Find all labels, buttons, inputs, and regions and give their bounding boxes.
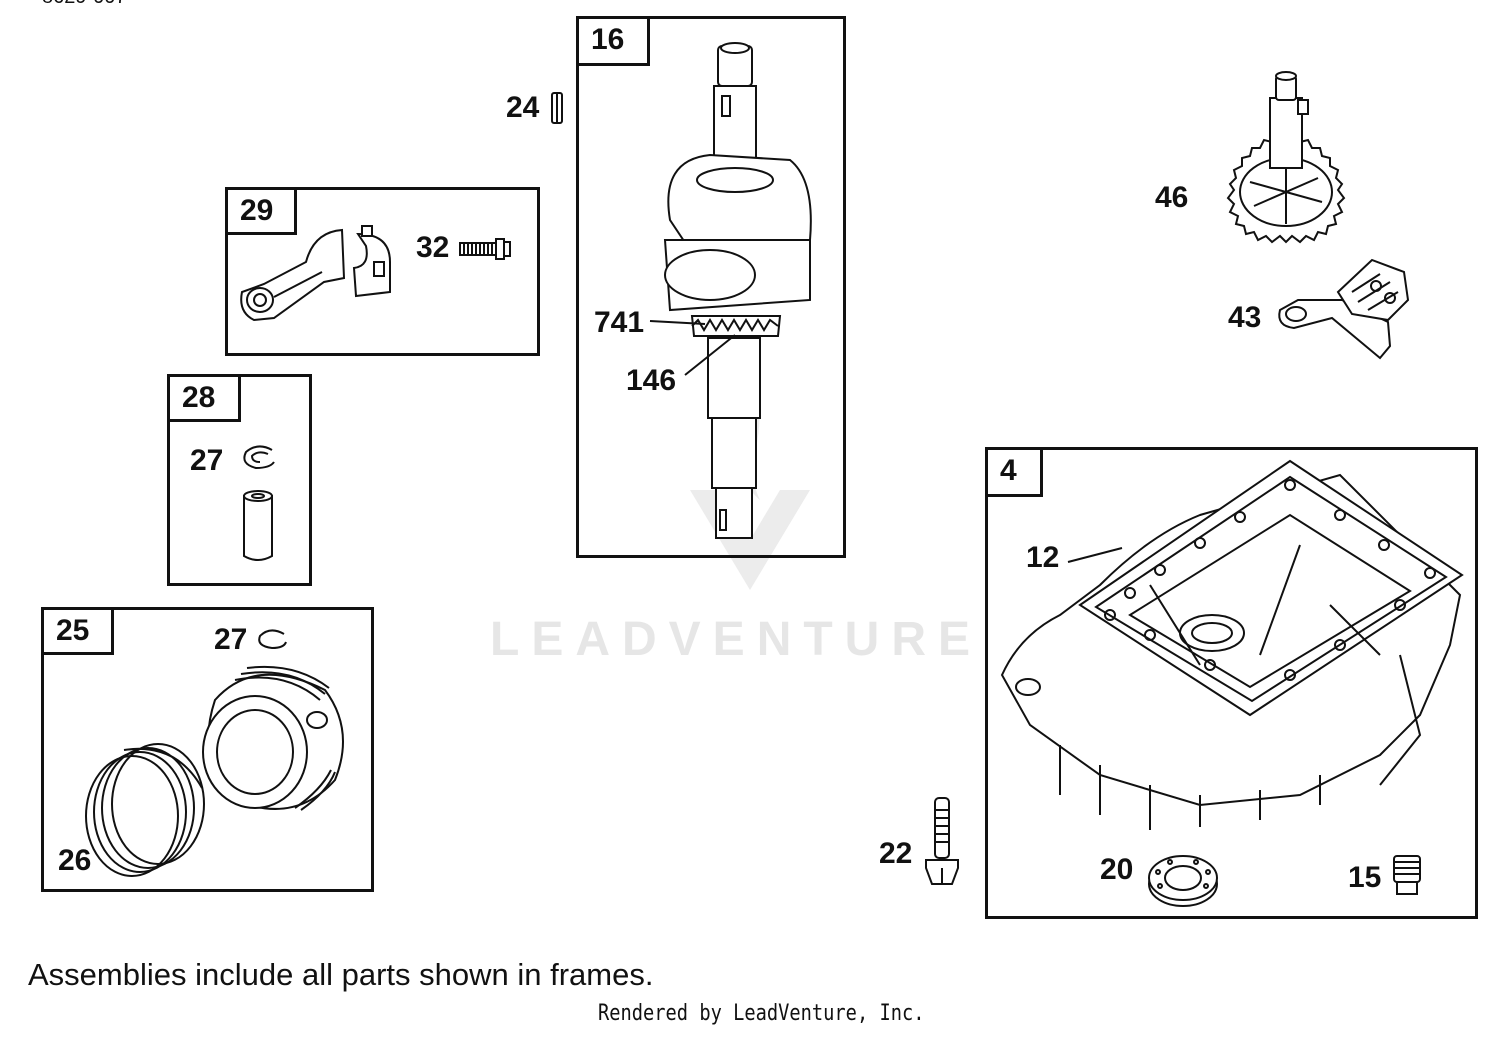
piston-icon bbox=[202, 665, 344, 811]
callout-20: 20 bbox=[1100, 853, 1134, 886]
frame-4: 4 bbox=[985, 447, 1478, 919]
frame-label-28: 28 bbox=[167, 374, 241, 422]
leader-line-741 bbox=[649, 320, 706, 325]
assembly-note: Assemblies include all parts shown in fr… bbox=[28, 957, 654, 992]
callout-43: 43 bbox=[1228, 301, 1262, 334]
frame-label-4: 4 bbox=[985, 447, 1043, 497]
sump-bolt-icon bbox=[925, 797, 959, 885]
frame-28: 28 bbox=[167, 374, 312, 586]
piston-clip-icon bbox=[258, 629, 287, 650]
rod-bolt-icon bbox=[459, 238, 511, 260]
frame-16: 16 bbox=[576, 16, 846, 558]
callout-146: 146 bbox=[626, 364, 677, 397]
callout-15: 15 bbox=[1348, 861, 1382, 894]
frame-25: 25 bbox=[41, 607, 374, 892]
frame-label-16: 16 bbox=[576, 16, 650, 66]
drain-plug-icon bbox=[1393, 855, 1421, 895]
callout-26: 26 bbox=[58, 844, 92, 877]
wrist-pin-icon bbox=[243, 490, 273, 561]
piston-rings-icon bbox=[85, 743, 205, 877]
callout-27-pin: 27 bbox=[190, 444, 224, 477]
connecting-rod-icon bbox=[240, 225, 391, 322]
crankshaft-icon bbox=[663, 42, 812, 539]
callout-32: 32 bbox=[416, 231, 450, 264]
corner-ref-text: 8629-007 bbox=[42, 0, 127, 9]
render-credit: Rendered by LeadVenture, Inc. bbox=[598, 1001, 925, 1026]
leader-line-12 bbox=[1067, 547, 1123, 563]
crankcase-sump-icon bbox=[1000, 459, 1464, 830]
compression-release-icon bbox=[1278, 258, 1410, 360]
callout-27-piston: 27 bbox=[214, 623, 248, 656]
callout-46: 46 bbox=[1155, 181, 1189, 214]
retaining-clip-icon bbox=[243, 445, 275, 470]
callout-22: 22 bbox=[879, 837, 913, 870]
callout-12: 12 bbox=[1026, 541, 1060, 574]
oil-seal-icon bbox=[1148, 855, 1218, 907]
watermark-text: LEADVENTURE bbox=[490, 613, 983, 666]
callout-741: 741 bbox=[594, 306, 645, 339]
leader-line-146 bbox=[684, 334, 736, 376]
camshaft-gear-icon bbox=[1226, 71, 1346, 244]
callout-24: 24 bbox=[506, 91, 540, 124]
frame-29: 29 bbox=[225, 187, 540, 356]
frame-label-25: 25 bbox=[41, 607, 114, 655]
frame-label-29: 29 bbox=[225, 187, 297, 235]
key-icon bbox=[551, 92, 563, 124]
